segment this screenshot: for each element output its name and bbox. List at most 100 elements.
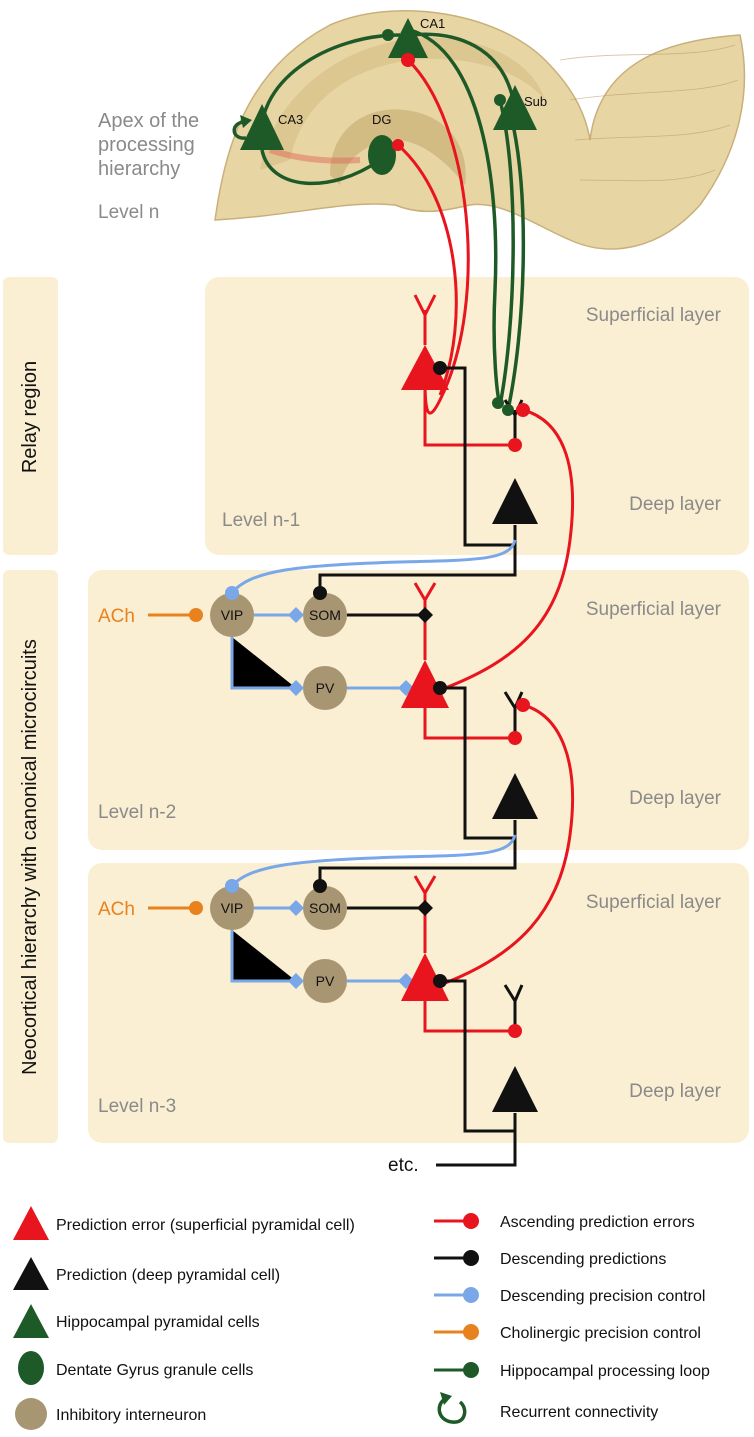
som-black-dot-n-2 xyxy=(313,586,327,600)
black-dot-n-2 xyxy=(433,681,447,695)
panel-level-n-1 xyxy=(205,277,749,555)
level-n-2-circuit xyxy=(148,582,575,987)
green-ellipse-icon xyxy=(18,1351,44,1385)
dg-label: DG xyxy=(372,112,392,127)
sub-label: Sub xyxy=(524,94,547,109)
legend-right-label-1: Descending predictions xyxy=(500,1251,666,1268)
ca1-pyramidal-cell xyxy=(388,18,428,58)
side-band-relay xyxy=(3,277,58,555)
som-label-n-3: SOM xyxy=(309,900,341,916)
relay-red-dot-deep xyxy=(508,438,522,452)
ca3-red-tract xyxy=(269,147,361,164)
level-label-n-1: Level n-1 xyxy=(222,510,300,531)
recurrent-arrow-icon xyxy=(437,1392,467,1424)
som-black-diamond-n-3 xyxy=(417,900,433,916)
sub-pyramidal-cell xyxy=(493,85,537,130)
legend-left-label-3: Dentate Gyrus granule cells xyxy=(56,1362,253,1379)
relay-red-dot-top xyxy=(516,403,530,417)
level-n-label: Level n xyxy=(98,202,159,223)
etc-label: etc. xyxy=(388,1155,419,1176)
som-label-n-2: SOM xyxy=(309,607,341,623)
red-triangle-icon xyxy=(13,1206,49,1240)
legend-left-label-0: Prediction error (superficial pyramidal … xyxy=(56,1217,355,1234)
green-triangle-icon xyxy=(13,1304,49,1338)
ca1-label: CA1 xyxy=(420,16,445,31)
superficial-label-n-1: Superficial layer xyxy=(586,305,722,326)
dg-output-dot xyxy=(392,139,404,151)
panel-level-n-3 xyxy=(88,863,749,1143)
black-triangle-icon xyxy=(13,1257,49,1290)
black-dot-n-3 xyxy=(433,974,447,988)
superficial-pyramidal-n-2 xyxy=(401,660,449,708)
tan-circle-icon xyxy=(15,1398,47,1430)
legend-right-label-3: Cholinergic precision control xyxy=(500,1325,701,1342)
apex-line-1: Apex of the xyxy=(98,110,199,132)
dentate-gyrus-band xyxy=(330,109,466,185)
hippocampus-illustration xyxy=(214,10,746,250)
legend-right-label-2: Descending precision control xyxy=(500,1288,705,1305)
vip-blue-dot-n-2 xyxy=(225,586,239,600)
som-interneuron-n-2 xyxy=(303,593,347,637)
dg-granule-cell xyxy=(368,135,396,175)
vip-label-n-2: VIP xyxy=(221,607,244,623)
superficial-label-n-3: Superficial layer xyxy=(586,892,722,913)
som-black-dot-n-3 xyxy=(313,879,327,893)
pv-label-n-3: PV xyxy=(316,973,335,989)
legend-right-label-5: Recurrent connectivity xyxy=(500,1404,658,1421)
vip-label-n-3: VIP xyxy=(221,900,244,916)
subiculum-texture xyxy=(559,44,739,182)
red-dot-deep-n-3 xyxy=(508,1024,522,1038)
black-line-icon xyxy=(463,1250,479,1266)
pv-interneuron-n-2 xyxy=(303,666,347,710)
som-black-diamond-n-2 xyxy=(417,607,433,623)
ach-label-n-2: ACh xyxy=(98,606,135,627)
deep-label-n-2: Deep layer xyxy=(629,788,722,809)
som-interneuron-n-3 xyxy=(303,886,347,930)
relay-black-dot xyxy=(433,361,447,375)
ach-label-n-3: ACh xyxy=(98,899,135,920)
som-blue-diamond-n-3 xyxy=(288,900,304,916)
superficial-label-n-2: Superficial layer xyxy=(586,599,722,620)
relay-region-label: Relay region xyxy=(19,361,41,473)
legend-right-label-4: Hippocampal processing loop xyxy=(500,1363,710,1380)
legend-right-label-0: Ascending prediction errors xyxy=(500,1214,695,1231)
red-path-ca1-to-relay xyxy=(406,58,470,415)
deep-label-n-3: Deep layer xyxy=(629,1081,722,1102)
legend-left: Prediction error (superficial pyramidal … xyxy=(13,1206,355,1430)
relay-green-dot-1 xyxy=(492,397,504,409)
recurrent-arrowhead-ca3 xyxy=(240,115,252,128)
apex-line-3: hierarchy xyxy=(98,158,180,180)
relay-deep-pyramidal xyxy=(492,478,538,524)
relay-superficial-pyramidal xyxy=(401,345,449,390)
level-n-1-circuit xyxy=(230,294,575,692)
deep-label-n-1: Deep layer xyxy=(629,494,722,515)
side-band-neocortical xyxy=(3,570,58,1143)
vip-interneuron-n-2 xyxy=(210,593,254,637)
vip-interneuron-n-3 xyxy=(210,886,254,930)
red-path-dg-to-relay xyxy=(397,143,458,396)
ca3-label: CA3 xyxy=(278,112,303,127)
ach-dot-n-2 xyxy=(189,608,203,622)
ca3-pyramidal-cell xyxy=(240,104,284,150)
pv-interneuron-n-3 xyxy=(303,959,347,1003)
hippocampus-inner-band xyxy=(260,37,545,170)
relay-green-dot-2 xyxy=(502,404,514,416)
panel-level-n-2 xyxy=(88,570,749,850)
level-n-3-circuit xyxy=(148,875,524,1167)
apex-line-2: processing xyxy=(98,134,195,156)
vip-blue-dot-n-3 xyxy=(225,879,239,893)
deep-pyramidal-n-2 xyxy=(492,773,538,819)
level-label-n-2: Level n-2 xyxy=(98,802,176,823)
hippocampal-loop xyxy=(259,28,526,411)
legend-left-label-4: Inhibitory interneuron xyxy=(56,1407,206,1424)
pv-label-n-2: PV xyxy=(316,680,335,696)
legend-left-label-1: Prediction (deep pyramidal cell) xyxy=(56,1267,280,1284)
som-blue-diamond-n-2 xyxy=(288,607,304,623)
blue-line-icon xyxy=(463,1287,479,1303)
neocortical-hierarchy-label: Neocortical hierarchy with canonical mic… xyxy=(19,639,41,1075)
sub-input-dot xyxy=(494,94,506,106)
red-dot-top-n-2 xyxy=(516,698,530,712)
pv-blue-diamond-n-3 xyxy=(288,973,304,989)
legend-left-label-2: Hippocampal pyramidal cells xyxy=(56,1314,260,1331)
